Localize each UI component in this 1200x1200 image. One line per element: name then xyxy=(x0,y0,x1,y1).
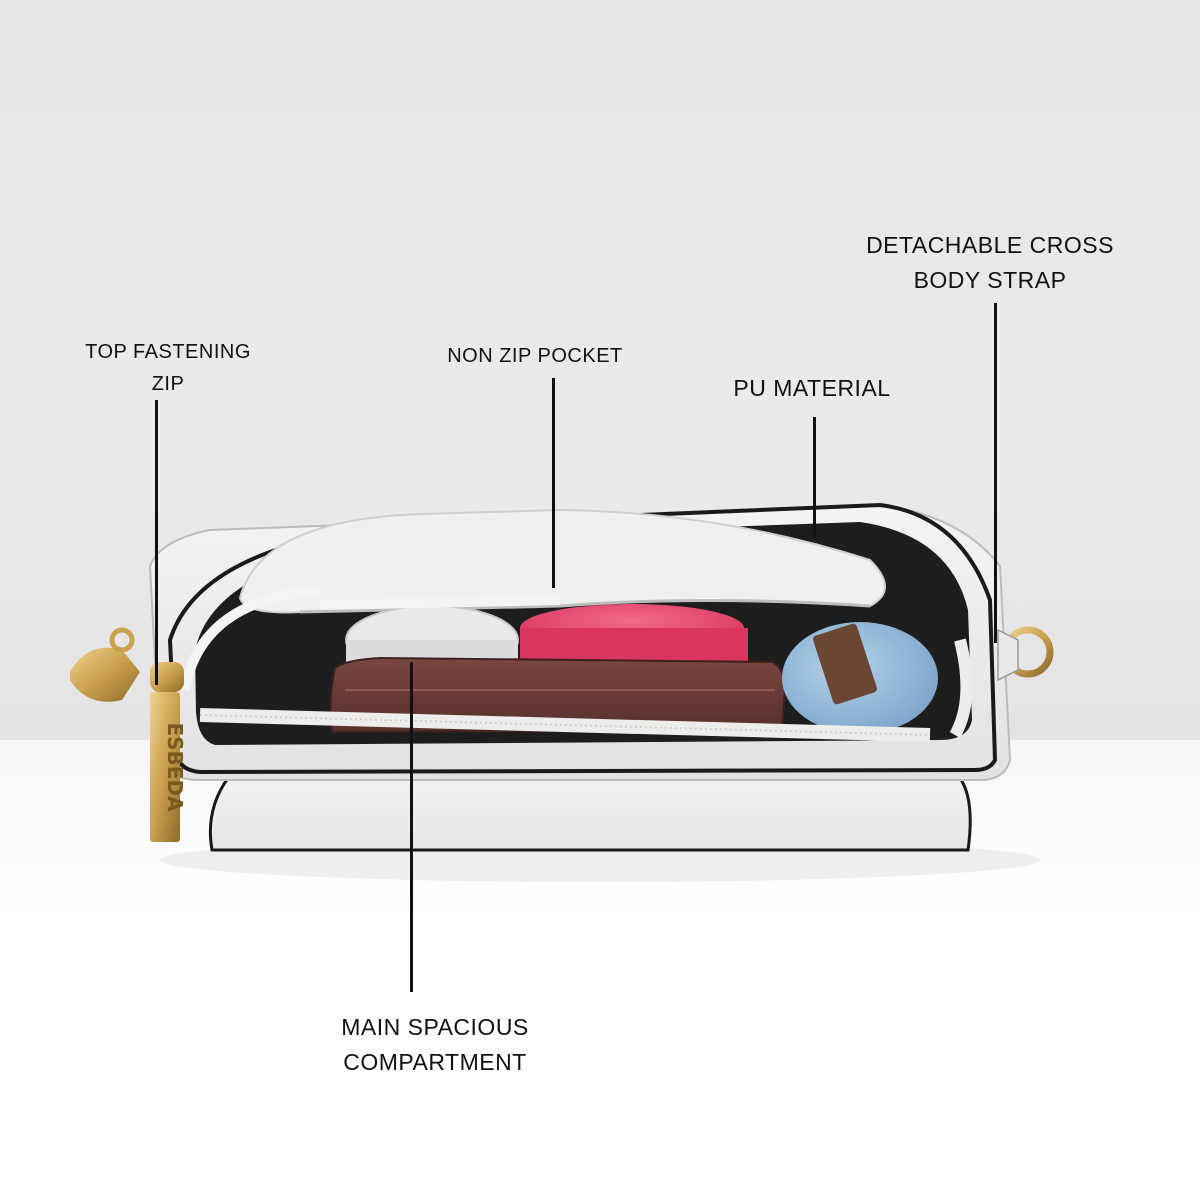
pocket-edge xyxy=(299,599,871,614)
callout-non-zip-pocket: NON ZIP POCKET xyxy=(430,341,640,372)
callout-main-compartment: MAIN SPACIOUS COMPARTMENT xyxy=(300,1010,570,1079)
callout-pu-material: PU MATERIAL xyxy=(712,371,912,407)
front-flap xyxy=(208,776,972,852)
leader-line-strap xyxy=(994,303,997,643)
zip-tape-right xyxy=(949,638,973,738)
callout-detachable-strap: DETACHABLE CROSS BODY STRAP xyxy=(850,228,1130,297)
leader-line-pocket xyxy=(552,378,555,588)
callout-text: BODY STRAP xyxy=(913,266,1067,293)
callout-text: MAIN SPACIOUS xyxy=(341,1014,529,1040)
zip-pull-brand: ESBEDA xyxy=(163,722,187,812)
callout-text: ZIP xyxy=(151,373,185,395)
callout-text: PU MATERIAL xyxy=(733,375,891,401)
brush-handle xyxy=(813,623,877,705)
callout-text: COMPARTMENT xyxy=(343,1048,527,1075)
bag-rim-piping xyxy=(167,502,998,775)
zip-ring xyxy=(109,627,135,653)
callout-text: TOP FASTENING xyxy=(85,341,251,363)
leader-line-zip xyxy=(155,400,158,685)
zip-end-cap xyxy=(70,647,140,702)
zip-slider xyxy=(150,662,184,692)
callout-top-fastening-zip: TOP FASTENING ZIP xyxy=(48,336,288,400)
leader-line-pu xyxy=(813,417,816,537)
strap-tab xyxy=(997,628,1019,682)
callout-text: DETACHABLE CROSS xyxy=(866,232,1114,258)
pink-compact-body xyxy=(520,628,748,664)
zipper-teeth xyxy=(199,714,931,736)
leader-line-main xyxy=(410,662,413,992)
zip-pull-tag xyxy=(150,692,180,842)
callout-text: NON ZIP POCKET xyxy=(447,345,623,367)
zip-tape-left xyxy=(180,585,561,691)
